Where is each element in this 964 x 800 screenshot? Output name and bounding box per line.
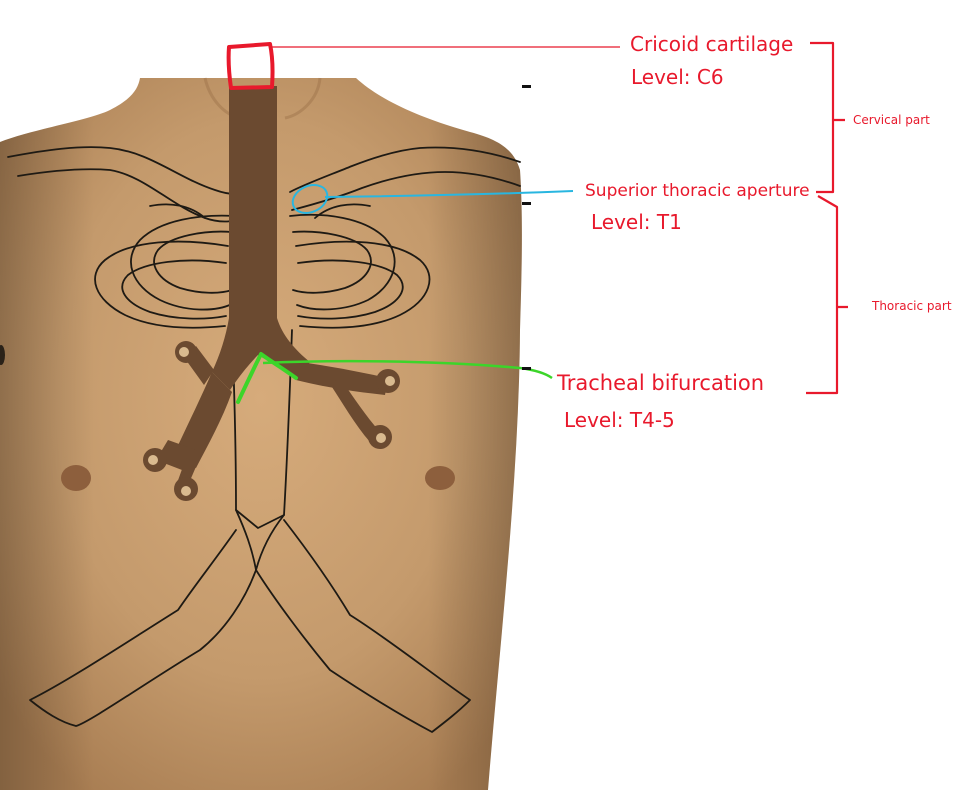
level-tick-c6-icon xyxy=(522,85,531,88)
left-second-rib xyxy=(94,240,229,329)
left-main-bronchus xyxy=(174,372,232,468)
bifurcation-leader-line xyxy=(262,359,553,380)
right-clavicle xyxy=(289,146,521,193)
thoracic-part-bracket-icon xyxy=(806,195,848,395)
cricoid-marker-icon xyxy=(226,42,275,90)
cervical-part-label: Cervical part xyxy=(853,113,930,127)
cricoid-label: Cricoid cartilage xyxy=(630,32,794,56)
cervical-part-bracket-icon xyxy=(810,41,845,194)
costal-margin xyxy=(29,529,257,727)
trachea xyxy=(143,86,400,501)
right-main-bronchus xyxy=(296,362,388,395)
right-first-rib xyxy=(289,213,396,311)
cricoid-level-label: Level: C6 xyxy=(631,65,724,89)
thoracic-part-label: Thoracic part xyxy=(872,299,952,313)
level-tick-t1-icon xyxy=(522,202,531,205)
bronchus-lumen-ends xyxy=(148,347,395,496)
trachea-tube xyxy=(229,86,277,336)
aperture-level-label: Level: T1 xyxy=(591,210,682,234)
bifurcation-level-label: Level: T4-5 xyxy=(564,408,675,432)
right-second-rib xyxy=(295,240,431,329)
aperture-leader-line xyxy=(324,190,574,198)
bifurcation-marker-icon xyxy=(236,352,298,404)
level-tick-t45-icon xyxy=(522,367,531,370)
left-nipple xyxy=(61,465,91,491)
aperture-label: Superior thoracic aperture xyxy=(585,181,810,201)
vertebral-level-ticks xyxy=(522,85,531,370)
left-first-rib xyxy=(130,214,236,311)
bifurcation-label: Tracheal bifurcation xyxy=(557,371,765,395)
aperture-marker-icon xyxy=(291,184,329,214)
torso xyxy=(0,77,522,790)
right-nipple xyxy=(425,466,455,490)
